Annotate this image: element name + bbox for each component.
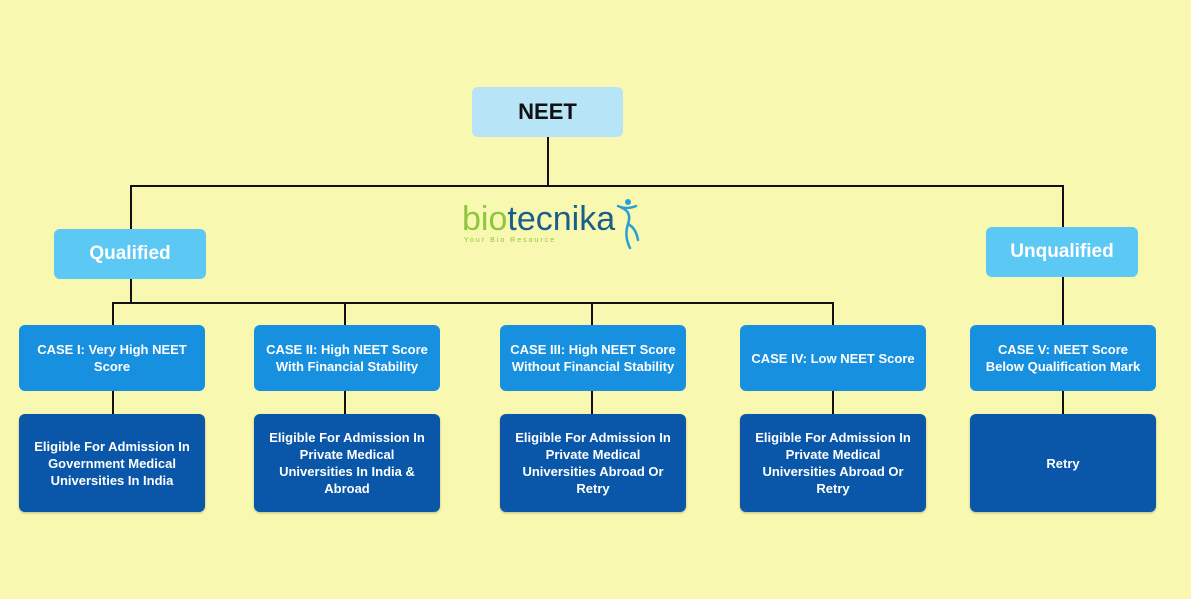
connector-to-qualified xyxy=(130,185,132,230)
outcome-node-1: Eligible For Admission In Government Med… xyxy=(19,414,205,512)
outcome-node-2: Eligible For Admission In Private Medica… xyxy=(254,414,440,512)
outcome-node-5: Retry xyxy=(970,414,1156,512)
connector-to-unqualified xyxy=(1062,185,1064,228)
branch-node-qualified: Qualified xyxy=(54,229,206,279)
connector-case4 xyxy=(832,302,834,327)
connector-outcome3 xyxy=(591,390,593,415)
connector-qualified-down xyxy=(130,279,132,303)
connector-outcome1 xyxy=(112,390,114,415)
outcome-node-3: Eligible For Admission In Private Medica… xyxy=(500,414,686,512)
logo-figure-icon xyxy=(616,199,640,250)
logo-wordmark: biotecnika xyxy=(462,200,615,238)
branch-node-unqualified: Unqualified xyxy=(986,227,1138,277)
connector-case5 xyxy=(1062,277,1064,327)
connector-top-horizontal xyxy=(131,185,1064,187)
connector-case1 xyxy=(112,302,114,327)
case-node-5: CASE V: NEET Score Below Qualification M… xyxy=(970,325,1156,391)
connector-case2 xyxy=(344,302,346,327)
biotecnika-logo: biotecnika Your Bio Resource xyxy=(462,199,640,250)
connector-case3 xyxy=(591,302,593,327)
connector-root-down xyxy=(547,137,549,186)
case-node-1: CASE I: Very High NEET Score xyxy=(19,325,205,391)
case-node-2: CASE II: High NEET Score With Financial … xyxy=(254,325,440,391)
root-node-neet: NEET xyxy=(472,87,623,137)
case-node-3: CASE III: High NEET Score Without Financ… xyxy=(500,325,686,391)
connector-cases-horizontal xyxy=(113,302,834,304)
outcome-node-4: Eligible For Admission In Private Medica… xyxy=(740,414,926,512)
connector-outcome5 xyxy=(1062,390,1064,415)
connector-outcome4 xyxy=(832,390,834,415)
case-node-4: CASE IV: Low NEET Score xyxy=(740,325,926,391)
logo-tagline: Your Bio Resource xyxy=(464,237,556,244)
connector-outcome2 xyxy=(344,390,346,415)
